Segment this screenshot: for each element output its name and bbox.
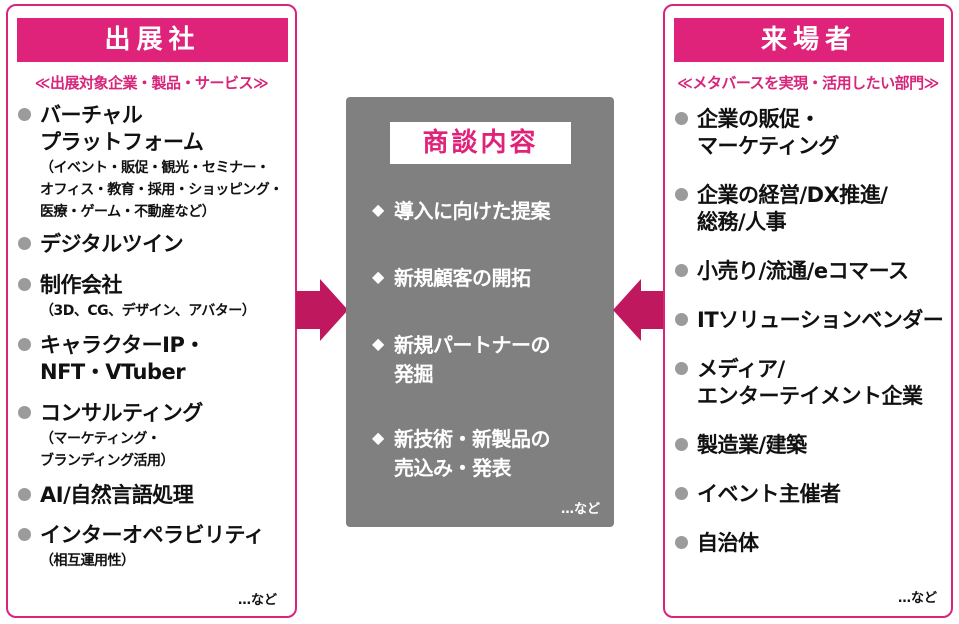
list-item: ◆ 新技術・新製品の 売込み・発表 bbox=[372, 425, 551, 483]
bullet-icon bbox=[675, 188, 688, 201]
list-item: 企業の経営/DX推進/ 総務/人事 bbox=[675, 182, 945, 236]
list-item: AI/自然言語処理 bbox=[18, 482, 289, 509]
list-item: ITソリューションベンダー bbox=[675, 307, 945, 334]
list-item: コンサルティング （マーケティング・ ブランディング活用） bbox=[18, 400, 289, 472]
list-item: 制作会社 （3D、CG、デザイン、アバター） bbox=[18, 272, 289, 322]
exhibitors-etc: …など bbox=[237, 593, 277, 608]
right-arrow-icon bbox=[296, 279, 348, 341]
item-label: 新規パートナーの 発掘 bbox=[394, 333, 551, 386]
bullet-icon bbox=[675, 536, 688, 549]
item-label: 新技術・新製品の 売込み・発表 bbox=[394, 427, 551, 480]
item-label: 製造業/建築 bbox=[697, 433, 807, 457]
bullet-icon bbox=[675, 313, 688, 326]
bullet-icon bbox=[675, 362, 688, 375]
item-label: メディア/ エンターテイメント企業 bbox=[697, 357, 923, 408]
list-item: 自治体 bbox=[675, 530, 945, 557]
item-label: 企業の経営/DX推進/ 総務/人事 bbox=[697, 183, 888, 234]
visitors-panel: 来場者 ≪メタバースを実現・活用したい部門≫ 企業の販促・ マーケティング 企業… bbox=[663, 4, 953, 618]
item-sub: （相互運用性） bbox=[40, 553, 135, 569]
exhibitors-panel: 出展社 ≪出展対象企業・製品・サービス≫ バーチャル プラットフォーム （イベン… bbox=[6, 4, 297, 618]
list-item: ◆ 新規顧客の開拓 bbox=[372, 264, 531, 293]
bullet-icon bbox=[675, 438, 688, 451]
bullet-icon bbox=[675, 264, 688, 277]
item-sub: （イベント・販促・観光・セミナー・ オフィス・教育・採用・ショッピング・ 医療・… bbox=[40, 160, 283, 220]
item-label: バーチャル プラットフォーム bbox=[40, 103, 204, 154]
bullet-icon bbox=[18, 237, 31, 250]
diamond-icon: ◆ bbox=[372, 200, 385, 219]
item-sub: （3D、CG、デザイン、アバター） bbox=[40, 303, 256, 319]
bullet-icon bbox=[18, 528, 31, 541]
list-item: 小売り/流通/eコマース bbox=[675, 258, 945, 285]
item-label: コンサルティング bbox=[40, 401, 203, 425]
bullet-icon bbox=[18, 108, 31, 121]
bullet-icon bbox=[675, 487, 688, 500]
list-item: デジタルツイン bbox=[18, 231, 289, 258]
list-item: バーチャル プラットフォーム （イベント・販促・観光・セミナー・ オフィス・教育… bbox=[18, 102, 289, 223]
item-label: インターオペラビリティ bbox=[40, 523, 265, 547]
diamond-icon: ◆ bbox=[372, 334, 385, 353]
visitors-header: 来場者 bbox=[674, 18, 944, 62]
list-item: 企業の販促・ マーケティング bbox=[675, 106, 945, 160]
item-label: 自治体 bbox=[697, 531, 759, 555]
item-label: 小売り/流通/eコマース bbox=[697, 259, 909, 283]
item-label: 制作会社 bbox=[40, 273, 123, 297]
bullet-icon bbox=[18, 278, 31, 291]
visitors-subheader: ≪メタバースを実現・活用したい部門≫ bbox=[677, 74, 939, 92]
negotiation-etc: …など bbox=[560, 502, 600, 517]
item-label: デジタルツイン bbox=[40, 232, 184, 256]
list-item: 製造業/建築 bbox=[675, 432, 945, 459]
diamond-icon: ◆ bbox=[372, 428, 385, 447]
list-item: キャラクターIP・ NFT・VTuber bbox=[18, 332, 289, 386]
bullet-icon bbox=[18, 406, 31, 419]
item-label: 企業の販促・ マーケティング bbox=[697, 107, 839, 158]
item-label: 新規顧客の開拓 bbox=[394, 266, 531, 290]
bullet-icon bbox=[675, 112, 688, 125]
list-item: イベント主催者 bbox=[675, 481, 945, 508]
visitors-list: 企業の販促・ マーケティング 企業の経営/DX推進/ 総務/人事 小売り/流通/… bbox=[675, 106, 945, 557]
item-label: イベント主催者 bbox=[697, 482, 841, 506]
item-label: 導入に向けた提案 bbox=[394, 199, 551, 223]
list-item: ◆ 新規パートナーの 発掘 bbox=[372, 331, 551, 389]
left-arrow-icon bbox=[613, 279, 665, 341]
item-label: ITソリューションベンダー bbox=[697, 308, 944, 332]
list-item: ◆ 導入に向けた提案 bbox=[372, 197, 551, 226]
exhibitors-list: バーチャル プラットフォーム （イベント・販促・観光・セミナー・ オフィス・教育… bbox=[18, 102, 289, 572]
visitors-etc: …など bbox=[897, 591, 937, 606]
bullet-icon bbox=[18, 338, 31, 351]
item-sub: （マーケティング・ ブランディング活用） bbox=[40, 431, 175, 469]
item-label: AI/自然言語処理 bbox=[40, 483, 194, 507]
item-label: キャラクターIP・ NFT・VTuber bbox=[40, 333, 205, 384]
list-item: インターオペラビリティ （相互運用性） bbox=[18, 522, 289, 572]
negotiation-box: 商談内容 ◆ 導入に向けた提案 ◆ 新規顧客の開拓 ◆ 新規パートナーの 発掘 … bbox=[346, 97, 614, 527]
list-item: メディア/ エンターテイメント企業 bbox=[675, 356, 945, 410]
diamond-icon: ◆ bbox=[372, 267, 385, 286]
negotiation-title: 商談内容 bbox=[390, 122, 571, 164]
exhibitors-subheader: ≪出展対象企業・製品・サービス≫ bbox=[34, 74, 269, 92]
exhibitors-header: 出展社 bbox=[17, 18, 288, 62]
bullet-icon bbox=[18, 488, 31, 501]
